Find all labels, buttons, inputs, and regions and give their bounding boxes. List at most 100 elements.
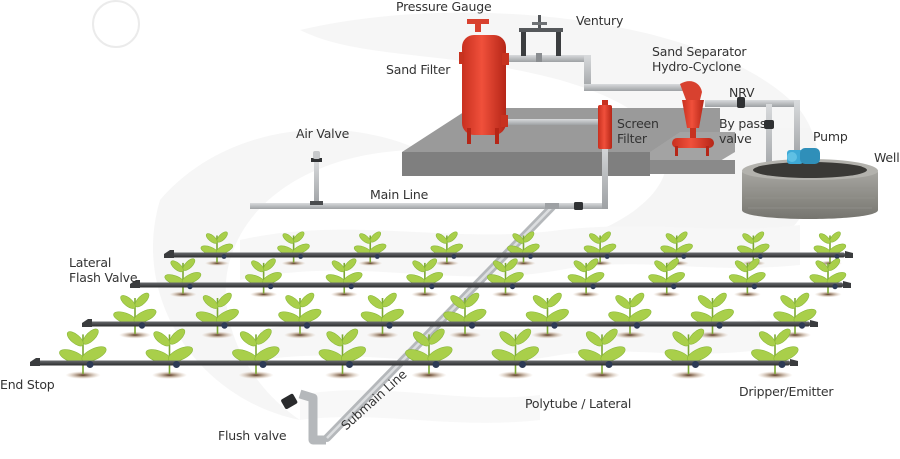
plant-icon	[567, 258, 605, 298]
dripper-icon	[429, 283, 435, 290]
dripper-icon	[451, 254, 457, 259]
dripper-icon	[528, 254, 533, 259]
plant-icon	[487, 258, 524, 298]
lateral-row	[82, 292, 818, 339]
hydro-cyclone-icon	[672, 81, 714, 156]
dripper-icon	[259, 360, 267, 369]
label-nrv: NRV	[729, 85, 755, 100]
dripper-icon	[681, 254, 687, 259]
dripper-icon	[468, 322, 476, 329]
dripper-icon	[221, 322, 228, 329]
end-stop-icon	[30, 358, 40, 366]
dripper-icon	[172, 360, 181, 369]
screen-filter-icon	[598, 100, 612, 149]
plant-icon	[113, 292, 157, 339]
dripper-icon	[267, 283, 274, 290]
polytube-lateral	[172, 252, 845, 258]
filter-piping	[505, 55, 800, 174]
dripper-icon	[86, 360, 94, 369]
label-sand-separator: Sand Separator Hydro-Cyclone	[652, 44, 747, 74]
label-pump: Pump	[813, 129, 848, 144]
label-sand-filter: Sand Filter	[386, 62, 451, 77]
lateral-end-icon	[790, 359, 798, 366]
pump-icon	[787, 148, 820, 164]
plant-icon	[773, 292, 817, 339]
dripper-icon	[778, 360, 786, 369]
flush-valve-icon	[281, 389, 326, 445]
plant-icon	[278, 292, 322, 339]
dripper-icon	[345, 360, 354, 369]
well-icon	[742, 159, 878, 219]
plant-icon	[430, 231, 463, 266]
plant-icon	[443, 292, 487, 339]
dripper-icon	[716, 322, 723, 329]
polytube-lateral	[138, 282, 843, 288]
plant-icon	[690, 292, 734, 339]
dripper-icon	[138, 322, 146, 329]
plant-icon	[200, 231, 234, 266]
end-stop-icon	[130, 280, 140, 288]
air-valve-icon	[310, 151, 323, 205]
plant-icon	[360, 292, 404, 339]
dripper-icon	[798, 322, 806, 329]
registered-mark-icon	[92, 0, 140, 48]
polytube-lateral	[90, 321, 810, 327]
dripper-icon	[590, 283, 596, 290]
label-well: Well	[874, 150, 900, 165]
label-bypass-valve: By pass valve	[719, 116, 767, 146]
plant-icon	[232, 328, 280, 379]
dripper-icon	[187, 283, 193, 290]
dripper-icon	[518, 360, 527, 369]
dripper-icon	[834, 254, 840, 259]
label-air-valve: Air Valve	[296, 126, 350, 141]
end-stop-icon	[82, 319, 92, 327]
dripper-icon	[691, 360, 700, 369]
laterals-group	[30, 231, 853, 379]
dripper-icon	[386, 322, 393, 329]
plant-icon	[507, 231, 540, 266]
dripper-icon	[633, 322, 641, 329]
plant-icon	[664, 328, 712, 379]
plant-icon	[728, 258, 766, 298]
lateral-row	[30, 328, 799, 379]
end-stop-icon	[164, 250, 174, 258]
dripper-icon	[298, 254, 304, 259]
lateral-end-icon	[845, 251, 853, 258]
dripper-icon	[509, 283, 516, 290]
sand-filter-icon	[459, 19, 509, 144]
plant-icon	[145, 328, 193, 379]
label-screen-filter: Screen Filter	[617, 116, 659, 146]
dripper-icon	[605, 360, 613, 369]
label-ventury: Ventury	[576, 13, 624, 28]
main-line-pipe	[250, 140, 608, 210]
polytube-lateral	[38, 360, 790, 366]
label-main-line: Main Line	[370, 187, 429, 202]
plant-icon	[59, 328, 107, 379]
label-dripper-emitter: Dripper/Emitter	[739, 384, 834, 399]
lateral-end-icon	[843, 281, 851, 288]
plant-icon	[405, 328, 453, 379]
dripper-icon	[348, 283, 354, 290]
plant-icon	[525, 292, 569, 339]
plant-icon	[578, 328, 626, 379]
label-flush-valve: Flush valve	[218, 428, 287, 443]
plant-icon	[751, 328, 799, 379]
dripper-icon	[832, 283, 838, 290]
label-pressure-gauge: Pressure Gauge	[396, 0, 492, 14]
dripper-icon	[303, 322, 311, 329]
plant-icon	[608, 292, 652, 339]
lateral-row	[130, 258, 851, 298]
dripper-icon	[671, 283, 677, 290]
ventury-icon	[519, 15, 563, 62]
dripper-icon	[374, 254, 380, 259]
bypass-valve-icon	[764, 120, 774, 129]
label-lateral-flash-valve: Lateral Flash Valve	[69, 255, 138, 285]
label-end-stop: End Stop	[0, 377, 55, 392]
lateral-end-icon	[810, 320, 818, 327]
dripper-icon	[432, 360, 440, 369]
dripper-icon	[221, 254, 227, 259]
dripper-icon	[757, 254, 763, 259]
dripper-icon	[551, 322, 558, 329]
